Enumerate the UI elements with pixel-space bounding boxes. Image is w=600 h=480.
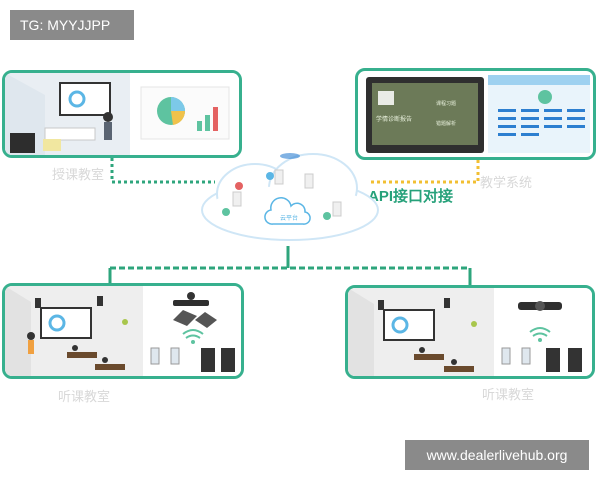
- caption-bottom-left: 听课教室: [58, 389, 111, 404]
- laptop-screen-item: 学情诊断报告: [376, 115, 412, 123]
- watermark-top: TG: MYYJJPP: [10, 10, 134, 40]
- api-label: API接口对接: [368, 188, 454, 205]
- camera-icon: [173, 300, 209, 306]
- panel-listening-classroom-left: [2, 283, 244, 379]
- panel-teaching-system: 学情诊断报告 课程习题 错题解析: [355, 68, 596, 160]
- tablet-icon: [568, 348, 582, 372]
- tablet-icon: [201, 348, 215, 372]
- classroom-illustration: [5, 73, 239, 155]
- connector-left-dotted: [110, 158, 215, 184]
- cloud-platform: 云平台: [201, 153, 379, 241]
- caption-top-right: 教学系统: [480, 175, 533, 190]
- listening-classroom-illustration: [5, 286, 241, 376]
- connector-right-dotted: [368, 160, 480, 184]
- wifi-icon: [182, 329, 204, 339]
- caption-bottom-right: 听课教室: [482, 387, 535, 402]
- listening-classroom-illustration: [348, 288, 592, 376]
- laptop-screen-item: 课程习题: [436, 100, 456, 107]
- tablet-icon: [221, 348, 235, 372]
- panel-teaching-classroom: [2, 70, 242, 158]
- server-icon: [304, 173, 314, 189]
- server-icon: [232, 191, 242, 207]
- caption-top-left: 授课教室: [52, 167, 105, 182]
- cloud-icon: [264, 197, 311, 225]
- watermark-bottom: www.dealerlivehub.org: [405, 440, 589, 470]
- cloud-label: 云平台: [280, 214, 298, 222]
- panel-listening-classroom-right: [345, 285, 595, 379]
- tablet-icon: [546, 348, 560, 372]
- server-icon: [332, 201, 342, 217]
- server-icon: [274, 169, 284, 185]
- system-illustration: 学情诊断报告 课程习题 错题解析: [366, 75, 590, 153]
- laptop-screen-item: 错题解析: [436, 120, 456, 127]
- wifi-icon: [529, 327, 551, 337]
